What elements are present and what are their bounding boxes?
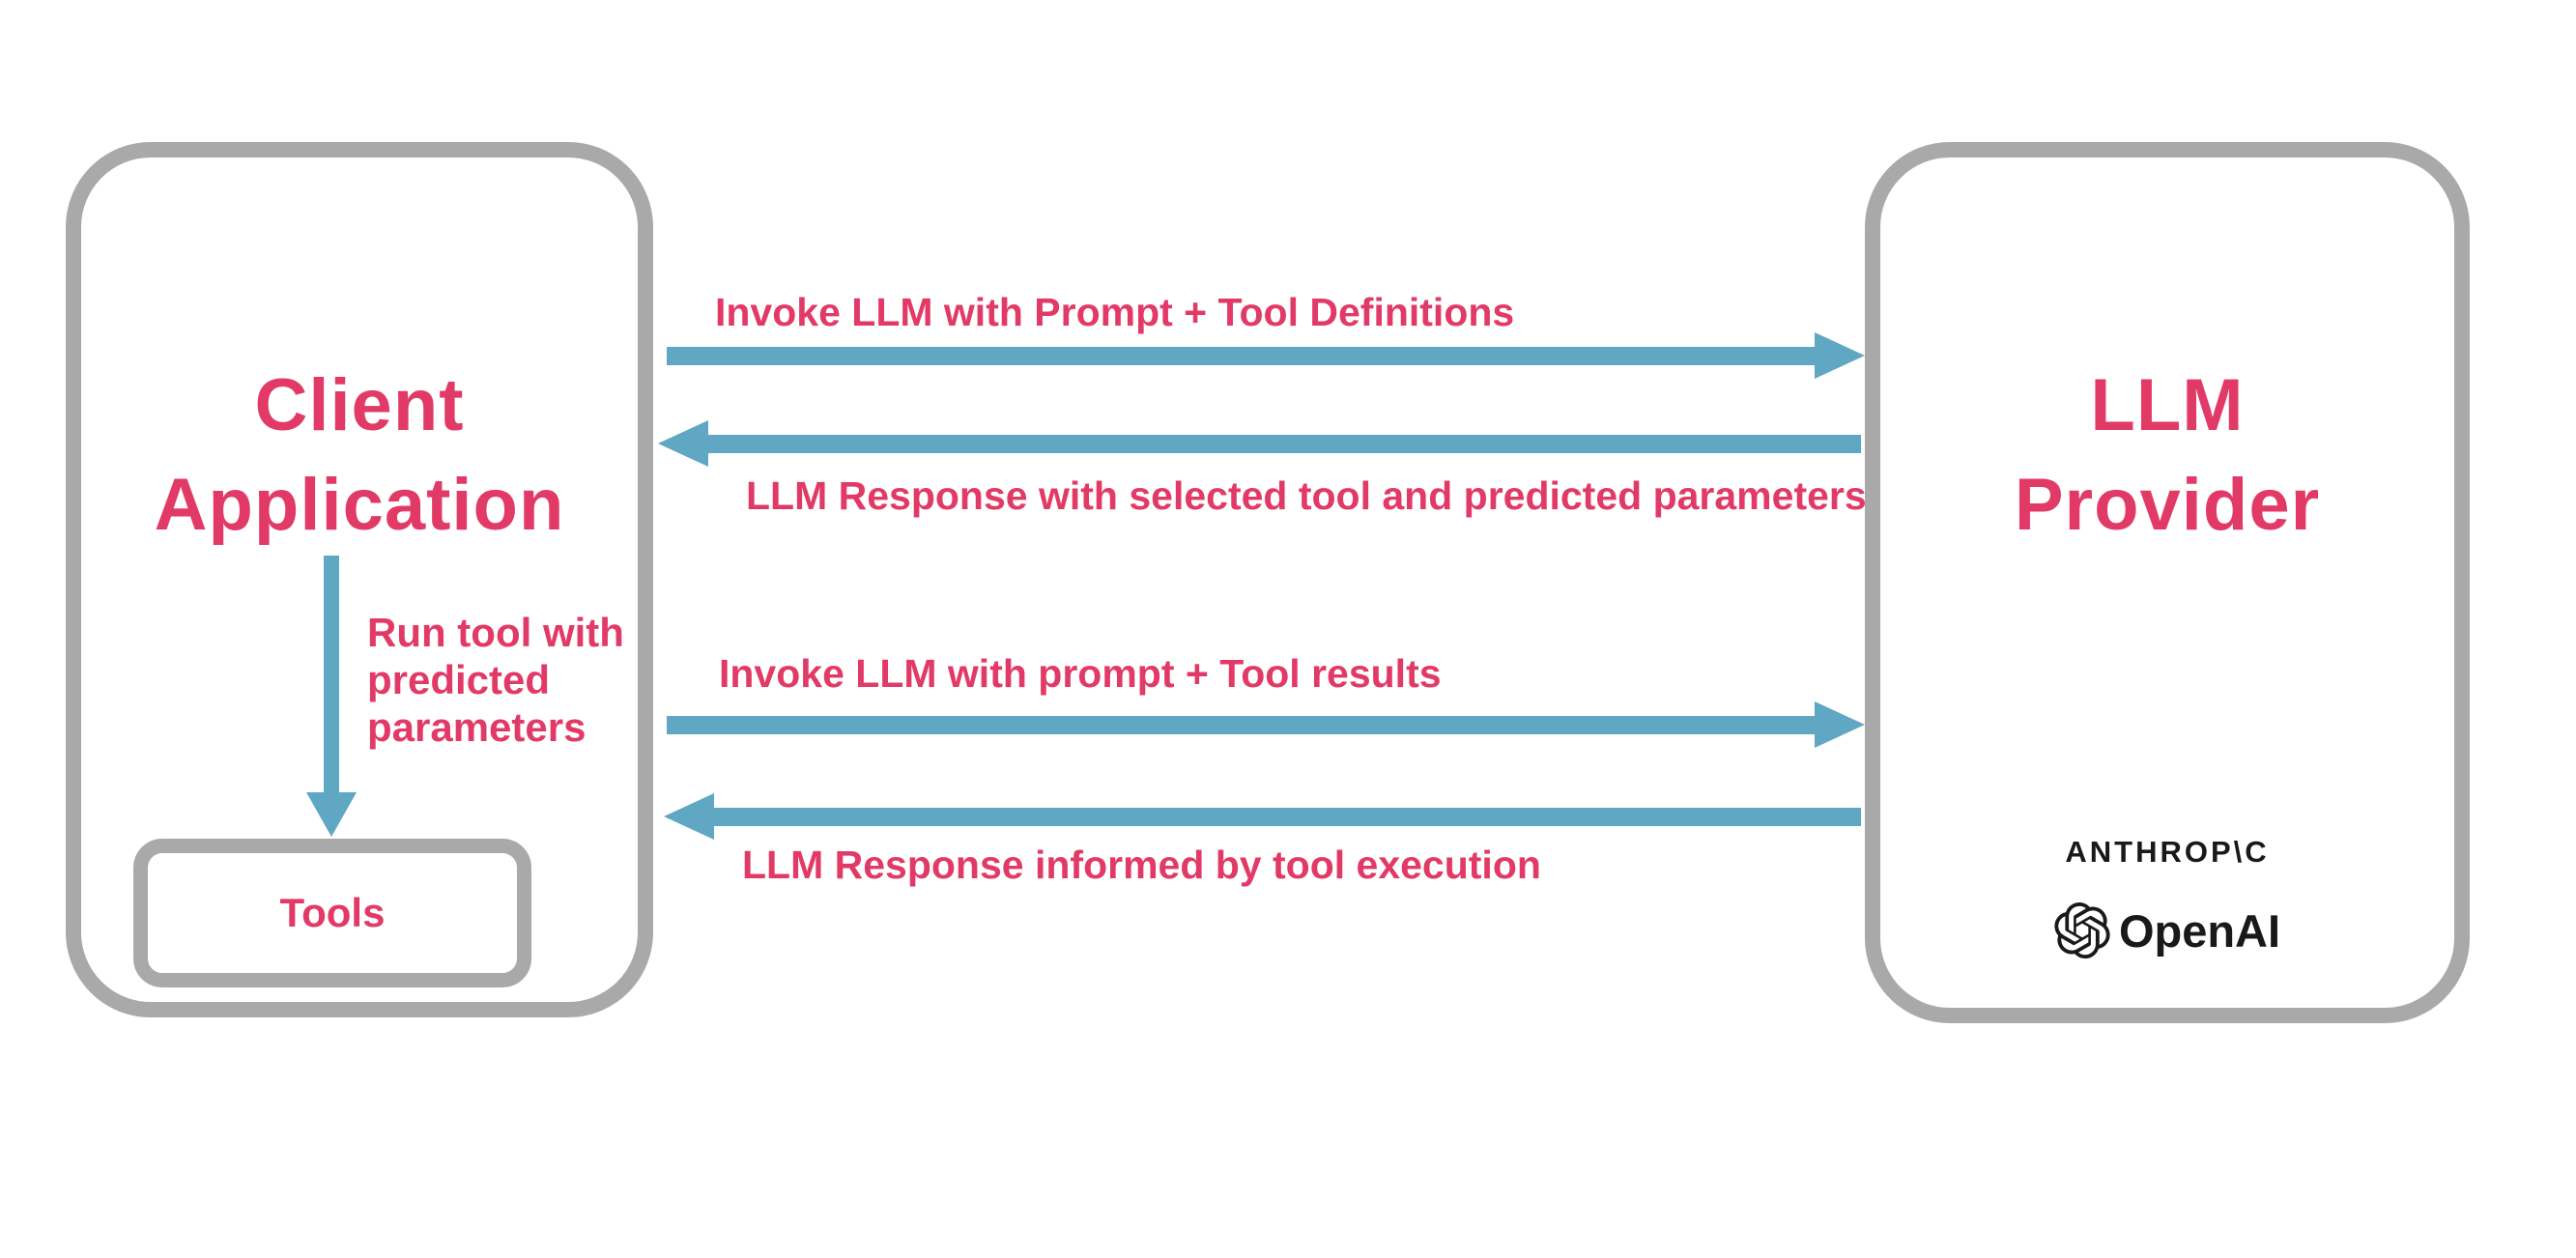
openai-logo: OpenAI bbox=[1865, 902, 2470, 958]
llm-title-line2: Provider bbox=[2014, 464, 2321, 546]
run-tool-arrow-head-icon bbox=[306, 792, 357, 837]
arrow-left-head-icon bbox=[658, 420, 708, 467]
tools-label: Tools bbox=[279, 890, 386, 935]
arrow-invoke-definitions bbox=[667, 347, 1815, 365]
arrow-response-selected-tool bbox=[708, 435, 1861, 453]
llm-provider-box bbox=[1865, 142, 2470, 1023]
openai-knot-icon bbox=[2054, 902, 2110, 958]
arrow-response-informed-label: LLM Response informed by tool execution bbox=[742, 843, 1541, 887]
tools-box: Tools bbox=[133, 839, 531, 987]
client-title-line2: Application bbox=[154, 464, 565, 546]
anthropic-logo: ANTHROP\C bbox=[2065, 835, 2270, 869]
arrow-right-head-icon bbox=[1815, 332, 1865, 379]
llm-provider-title: LLM Provider bbox=[1865, 356, 2470, 555]
client-title-line1: Client bbox=[254, 364, 465, 446]
arrow-invoke-definitions-label: Invoke LLM with Prompt + Tool Definition… bbox=[715, 290, 1515, 334]
run-tool-arrow-body bbox=[324, 556, 339, 792]
run-tool-note: Run tool with predicted parameters bbox=[367, 610, 624, 750]
arrow-response-informed bbox=[714, 808, 1861, 826]
arrow-invoke-results-label: Invoke LLM with prompt + Tool results bbox=[719, 651, 1442, 696]
arrow-invoke-results bbox=[667, 716, 1815, 734]
arrow-left-head-icon bbox=[664, 793, 714, 840]
client-application-title: Client Application bbox=[66, 356, 653, 555]
arrow-response-selected-tool-label: LLM Response with selected tool and pred… bbox=[746, 473, 1867, 518]
openai-wordmark: OpenAI bbox=[2118, 904, 2281, 957]
llm-title-line1: LLM bbox=[2090, 364, 2245, 446]
arrow-right-head-icon bbox=[1815, 701, 1865, 748]
